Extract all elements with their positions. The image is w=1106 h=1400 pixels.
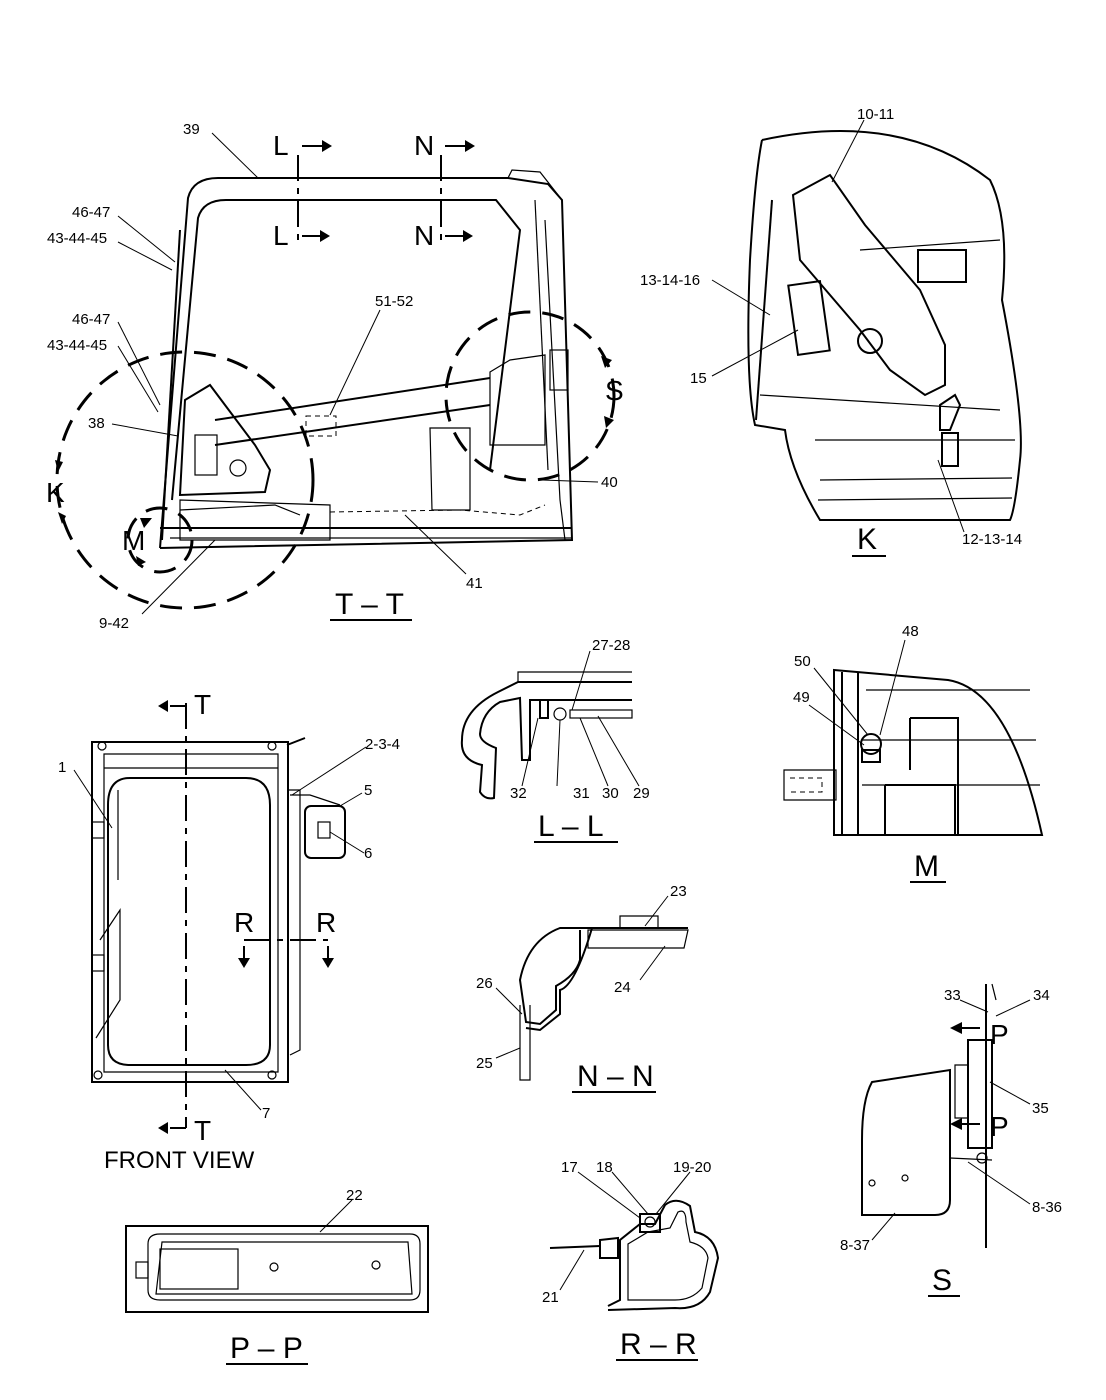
part-label-27-28: 27-28: [592, 637, 630, 654]
ll-profile: [460, 681, 632, 800]
part-label-10-11: 10-11: [857, 106, 894, 123]
part-label-6: 6: [364, 845, 372, 862]
part-label-50: 50: [794, 653, 811, 670]
detail-label-s: S: [605, 375, 624, 406]
view-title-nn: N – N: [577, 1060, 654, 1093]
part-label-18: 18: [596, 1159, 613, 1176]
view-title-rr: R – R: [620, 1328, 697, 1361]
cab-frame-outer: [159, 177, 574, 549]
part-label-51-52: 51-52: [375, 293, 413, 310]
part-label-43-44-45-a: 43-44-45: [47, 230, 107, 247]
k-outline: [747, 130, 1022, 521]
part-label-38: 38: [88, 415, 105, 432]
detail-label-m: M: [122, 525, 145, 556]
part-label-48: 48: [902, 623, 919, 640]
left-console: [178, 383, 272, 497]
part-label-8-37: 8-37: [840, 1237, 870, 1254]
view-tt: L L N N S K M 39 46-47 43-44-45 46-47 43…: [46, 121, 624, 632]
part-label-21: 21: [542, 1289, 559, 1306]
detail-circle-m: [126, 506, 194, 574]
cut-label-n-bottom: N: [414, 220, 434, 251]
part-label-19-20: 19-20: [673, 1159, 711, 1176]
view-front: T T R R 1 2-3-4 5 6 7 FRONT VIEW: [58, 689, 400, 1174]
detail-circle-k: [55, 350, 315, 610]
view-nn: 23 24 26 25 N – N: [476, 883, 689, 1093]
rr-profile: [607, 1199, 720, 1311]
part-label-31: 31: [573, 785, 590, 802]
s-bracket: [861, 1068, 951, 1216]
pp-frame: [125, 1225, 429, 1313]
part-label-46-47-a: 46-47: [72, 204, 110, 221]
wiper-arm: [95, 790, 121, 1039]
view-s: P P 33 34 35 8-36 8-37 S: [840, 983, 1062, 1297]
part-label-12-13-14: 12-13-14: [962, 531, 1022, 548]
view-title-pp: P – P: [230, 1332, 303, 1365]
part-label-24: 24: [614, 979, 631, 996]
part-label-40: 40: [601, 474, 618, 491]
part-label-43-44-45-b: 43-44-45: [47, 337, 107, 354]
part-label-8-36: 8-36: [1032, 1199, 1062, 1216]
part-label-17: 17: [561, 1159, 578, 1176]
view-k: 10-11 13-14-16 15 12-13-14 K: [640, 106, 1022, 557]
view-title-tt: T – T: [335, 588, 404, 621]
nn-profile: [518, 927, 688, 1026]
view-title-k: K: [857, 523, 877, 556]
view-rr: 17 18 19-20 21 R – R: [542, 1159, 720, 1361]
side-mirror-arm: [290, 794, 341, 806]
part-label-29: 29: [633, 785, 650, 802]
view-m: 48 50 49 M: [783, 623, 1044, 883]
view-title-ll: L – L: [538, 810, 604, 843]
cut-label-n-top: N: [414, 130, 434, 161]
k-console: [791, 173, 946, 397]
door-post-front: [161, 229, 181, 541]
part-label-39: 39: [183, 121, 200, 138]
part-label-23: 23: [670, 883, 687, 900]
part-label-13-14-16: 13-14-16: [640, 272, 700, 289]
part-label-1: 1: [58, 759, 66, 776]
cut-label-t-bottom: T: [194, 1115, 211, 1146]
cut-label-r-left: R: [234, 907, 254, 938]
cut-label-t-top: T: [194, 689, 211, 720]
part-label-33: 33: [944, 987, 961, 1004]
part-label-9-42: 9-42: [99, 615, 129, 632]
part-label-49: 49: [793, 689, 810, 706]
part-label-41: 41: [466, 575, 483, 592]
cut-label-l-bottom: L: [273, 220, 289, 251]
part-label-15: 15: [690, 370, 707, 387]
cut-label-p-bottom: P: [990, 1111, 1009, 1142]
m-outline: [833, 668, 1044, 836]
part-label-7: 7: [262, 1105, 270, 1122]
view-title-front: FRONT VIEW: [104, 1147, 255, 1174]
cut-label-r-right: R: [316, 907, 336, 938]
view-title-m: M: [914, 850, 939, 883]
door-frame-outer: [91, 741, 289, 1083]
detail-label-k: K: [46, 477, 65, 508]
detail-circle-s: [444, 310, 616, 482]
cab-frame-inner: [171, 199, 522, 501]
cut-label-p-top: P: [990, 1019, 1009, 1050]
part-label-22: 22: [346, 1187, 363, 1204]
part-label-34: 34: [1033, 987, 1050, 1004]
part-label-5: 5: [364, 782, 372, 799]
side-mirror: [304, 805, 346, 859]
cab-diagonal-brace: [214, 377, 491, 446]
view-title-s: S: [932, 1264, 952, 1297]
part-label-32: 32: [510, 785, 527, 802]
view-pp: 22 P – P: [125, 1187, 429, 1365]
cut-label-l-top: L: [273, 130, 289, 161]
door-glass: [107, 777, 271, 1066]
part-label-35: 35: [1032, 1100, 1049, 1117]
view-ll: 27-28 32 31 30 29 L – L: [460, 637, 650, 843]
part-label-30: 30: [602, 785, 619, 802]
part-label-25: 25: [476, 1055, 493, 1072]
part-label-46-47-b: 46-47: [72, 311, 110, 328]
part-label-2-3-4: 2-3-4: [365, 736, 400, 753]
part-label-26: 26: [476, 975, 493, 992]
